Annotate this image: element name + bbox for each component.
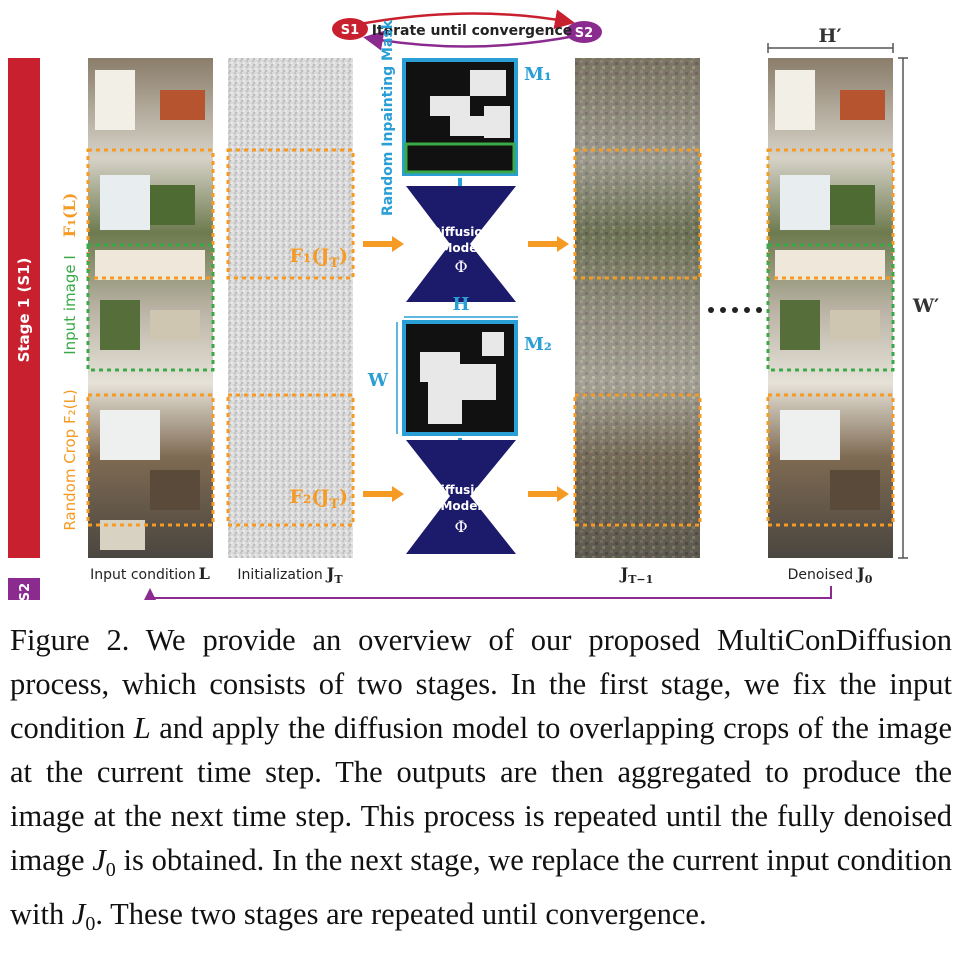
caption-part-2: and apply the diffusion model to overlap…	[10, 711, 952, 877]
crop-f1-input	[86, 148, 215, 280]
input-image-box	[86, 243, 215, 372]
arrow-from-model-1-head	[557, 236, 569, 252]
m1-label: M₁	[524, 64, 552, 85]
arrow-to-model-1-head	[392, 236, 404, 252]
s2-badge	[566, 21, 602, 43]
w-label: W	[367, 370, 389, 391]
caption-text: Figure 2. We provide an overview of our …	[10, 618, 952, 946]
s1-label: S1	[341, 23, 359, 38]
caption-figure-number: Figure 2.	[10, 623, 130, 657]
caption-part-1: We provide an overview of our proposed M…	[10, 623, 952, 745]
caption-part-4: . These two stages are repeated until co…	[95, 897, 707, 931]
figure-caption: Figure 2. We provide an overview of our …	[10, 618, 952, 946]
mask-m1	[402, 58, 518, 176]
iterate-arrow: S1 S2 Iterate until convergence	[332, 9, 602, 51]
input-image-label: Input image I	[61, 255, 79, 355]
stage1-bar: Stage 1 (S1)	[8, 58, 40, 558]
caption-part-3: is obtained. In the next stage, we repla…	[10, 843, 952, 931]
w-prime-ticks	[898, 57, 908, 559]
feedback-arrow	[142, 586, 832, 600]
diffusion-1-line2: Model	[440, 241, 481, 255]
crop-f1-jt1	[573, 148, 702, 280]
diffusion-1-line1: Diffusion	[431, 225, 491, 239]
caption-symbol-J0-a: J	[92, 843, 106, 877]
s2-side-label: S2	[18, 583, 33, 600]
h-prime-ticks	[767, 43, 894, 53]
input-box-j0	[766, 243, 895, 372]
mask-side-label: Random Inpainting Mask	[380, 19, 396, 216]
arrow-from-model-2-head	[557, 486, 569, 502]
method-overview-figure: S1 S2 Iterate until convergence Stage 1 …	[8, 9, 939, 600]
crop-f1-noise	[226, 148, 355, 280]
arrow-to-model-2-head	[392, 486, 404, 502]
h-prime-label: H′	[819, 25, 842, 47]
jt-minus-1-label: JT−1	[619, 564, 654, 586]
input-condition-image	[88, 58, 213, 558]
ellipsis-dots	[708, 307, 762, 313]
diffusion-2-line2: Model	[440, 499, 481, 513]
caption-symbol-J0-a-sub: 0	[105, 859, 116, 881]
mask-m2	[402, 320, 518, 436]
diffusion-model-1: Diffusion Model Φ	[406, 186, 516, 302]
caption-symbol-L: L	[133, 711, 151, 745]
h-label: H	[452, 294, 469, 315]
s1-badge	[332, 18, 368, 40]
diffusion-2-line1: Diffusion	[431, 483, 491, 497]
crop-f1-j0	[766, 148, 895, 280]
jt-minus-1-image	[575, 58, 700, 558]
stage1-label: Stage 1 (S1)	[15, 258, 33, 363]
diffusion-model-2: Diffusion Model Φ	[406, 440, 516, 554]
f1-l-label: F₁(L)	[60, 193, 79, 238]
initialization-noise	[228, 58, 353, 558]
f1-jt-label: F₁(JT)	[290, 245, 348, 271]
f2-jt-label: F₂(JT)	[290, 486, 348, 512]
caption-symbol-J0-b: J	[71, 897, 86, 931]
denoised-image	[768, 58, 893, 558]
s2-side-badge: S2	[8, 578, 40, 600]
iterate-label: Iterate until convergence	[372, 23, 573, 39]
diffusion-1-phi: Φ	[454, 257, 467, 276]
diffusion-2-phi: Φ	[454, 517, 467, 536]
m2-label: M₂	[524, 334, 552, 355]
s2-label: S2	[575, 26, 593, 41]
random-crop-label: Random Crop F₂(L)	[61, 389, 79, 530]
w-prime-label: W′	[912, 295, 939, 317]
caption-symbol-J0-b-sub: 0	[85, 913, 96, 935]
